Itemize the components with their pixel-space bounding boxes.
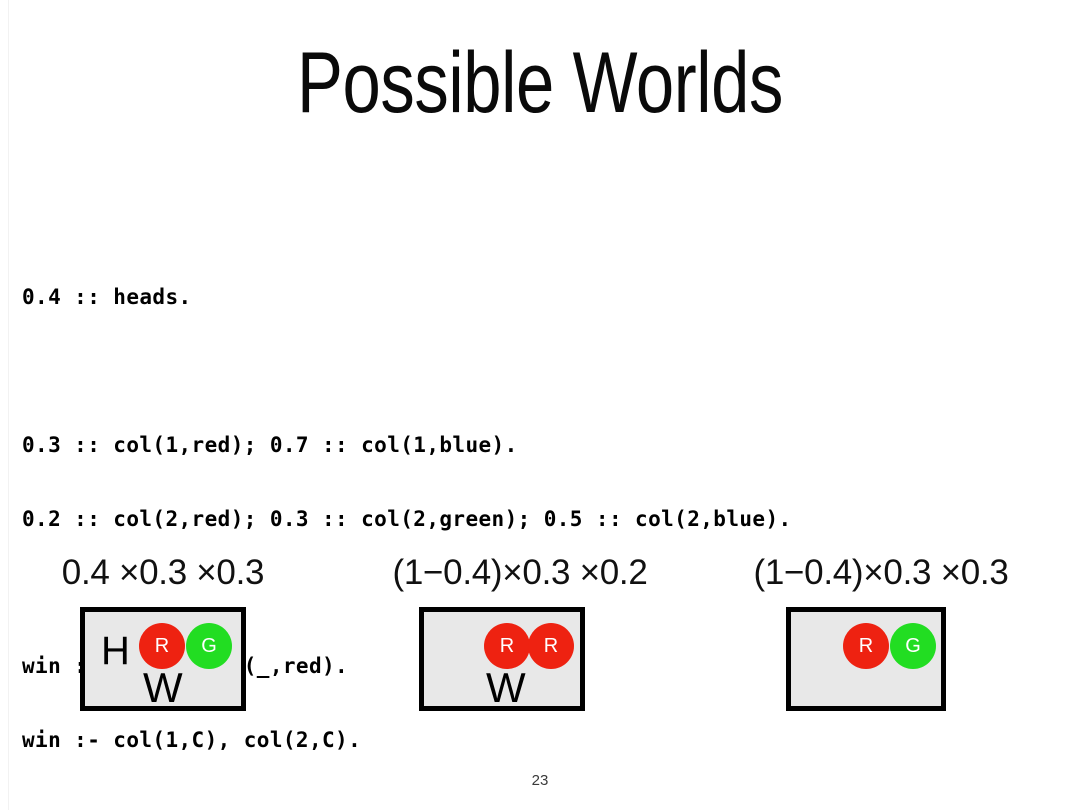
world-3-token-2: G	[890, 623, 936, 669]
world-2-token-1: R	[484, 623, 530, 669]
world-3-token-2-label: G	[905, 635, 921, 657]
world-1-probability-formula: 0.4 ×0.3 ×0.3	[61, 553, 265, 592]
possible-world-1: 0.4 ×0.3 ×0.3 H R G W	[18, 552, 308, 711]
world-2-token-2-label: R	[543, 635, 559, 657]
world-1-box: H R G W	[80, 607, 246, 711]
code-line-7: win :- col(1,C), col(2,C).	[22, 727, 362, 752]
world-2-probability-formula: (1−0.4)×0.3 ×0.2	[392, 553, 648, 592]
code-line-2-blank	[22, 359, 792, 384]
slide-left-edge	[8, 0, 9, 810]
problog-program-listing: 0.4 :: heads. 0.3 :: col(1,red); 0.7 :: …	[22, 236, 792, 802]
world-2-win-letter: W	[486, 664, 526, 711]
world-1-token-1: R	[139, 623, 185, 669]
world-1-win-letter: W	[143, 664, 183, 711]
world-3-token-1: R	[843, 623, 889, 669]
code-line-3: 0.3 :: col(1,red); 0.7 :: col(1,blue).	[22, 432, 518, 457]
world-3-probability-formula: (1−0.4)×0.3 ×0.3	[753, 553, 1009, 592]
world-3-token-1-label: R	[858, 635, 874, 657]
world-2-token-2: R	[528, 623, 574, 669]
world-1-token-2-label: G	[201, 635, 217, 657]
world-3-box: R G	[786, 607, 946, 711]
world-1-token-1-label: R	[154, 635, 170, 657]
world-1-token-2: G	[186, 623, 232, 669]
world-2-token-1-label: R	[499, 635, 515, 657]
page-title: Possible Worlds	[297, 35, 783, 131]
world-2-box: R R W	[419, 607, 585, 711]
possible-worlds-row: 0.4 ×0.3 ×0.3 H R G W (1−0.4)×0.3 ×0.2 R	[0, 552, 1080, 732]
possible-world-2: (1−0.4)×0.3 ×0.2 R R W	[355, 552, 685, 711]
possible-world-3: (1−0.4)×0.3 ×0.3 R G	[706, 552, 1056, 711]
code-line-4: 0.2 :: col(2,red); 0.3 :: col(2,green); …	[22, 506, 792, 531]
code-line-1: 0.4 :: heads.	[22, 285, 192, 310]
world-1-heads-letter: H	[101, 629, 130, 673]
page-number: 23	[531, 772, 549, 789]
